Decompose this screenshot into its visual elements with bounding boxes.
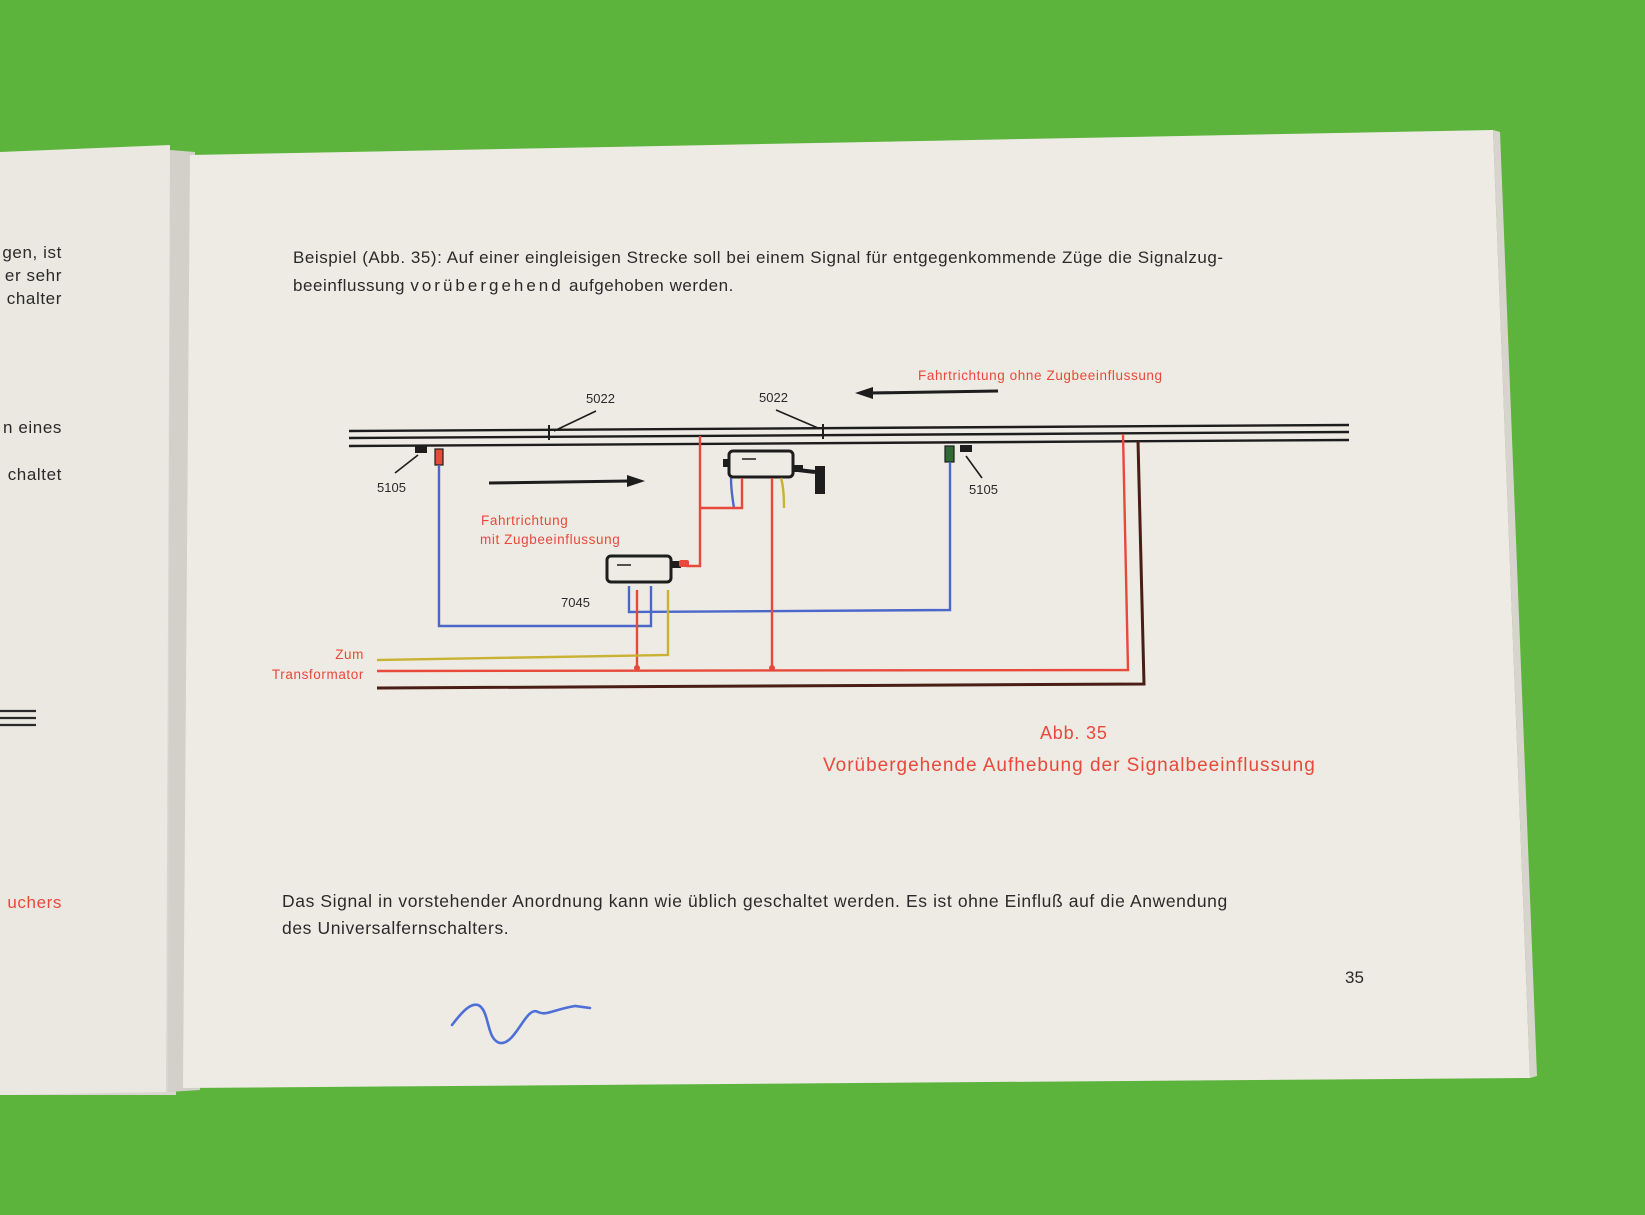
direction-arrow-left [855, 387, 999, 399]
left-page-fragment: er sehr [4, 266, 62, 285]
label-7045: 7045 [561, 595, 590, 610]
figure-number: Abb. 35 [1040, 723, 1108, 743]
intro-emphasis: vorübergehend [410, 276, 564, 295]
body-paragraph: Das Signal in vorstehender Anordnung kan… [282, 888, 1228, 942]
intro-line-2: beeinflussung vorübergehend aufgehoben w… [293, 272, 1224, 300]
universal-remote-switch [605, 554, 673, 584]
red-wires [376, 433, 1130, 673]
label-pointers [394, 409, 983, 479]
yellow-wires [376, 477, 786, 662]
label-direction-with-1: Fahrtrichtung [481, 513, 568, 528]
body-line-1: Das Signal in vorstehender Anordnung kan… [282, 891, 1228, 911]
intro-line-2-end: aufgehoben werden. [563, 276, 734, 295]
signal-mast [815, 466, 825, 494]
right-page [183, 130, 1530, 1088]
right-page-edge [1493, 130, 1537, 1078]
contact-track-right [960, 445, 972, 452]
label-5105-left: 5105 [377, 480, 406, 495]
contact-red-left [434, 448, 444, 466]
left-page-fragment: chaltet [7, 465, 62, 484]
intro-paragraph: Beispiel (Abb. 35): Auf einer eingleisig… [293, 244, 1224, 300]
track-insulation-gaps [548, 424, 824, 440]
direction-arrow-right [488, 475, 645, 487]
left-page-track-symbol [0, 709, 36, 727]
left-page-fragment: n eines [2, 418, 62, 437]
left-page-fragment: chalter [6, 289, 62, 308]
label-5022-right: 5022 [759, 390, 788, 405]
body-line-2: des Universalfernschalters. [282, 918, 510, 938]
intro-line-2-start: beeinflussung [293, 276, 411, 295]
left-page-fragment: gen, ist [2, 243, 62, 262]
label-5022-left: 5022 [586, 391, 615, 406]
signal-unit [727, 449, 795, 479]
label-5105-right: 5105 [969, 482, 998, 497]
contact-track-left [415, 446, 427, 453]
intro-line-1: Beispiel (Abb. 35): Auf einer eingleisig… [293, 248, 1224, 267]
pen-scribble [450, 1003, 592, 1045]
label-to-transformer-1: Zum [335, 647, 364, 662]
label-direction-without: Fahrtrichtung ohne Zugbeeinflussung [918, 368, 1163, 383]
contact-green-right [944, 445, 955, 463]
left-page [0, 145, 170, 1095]
brown-wire [376, 440, 1146, 690]
page-number: 35 [1345, 968, 1364, 987]
blue-wires [437, 462, 952, 628]
label-direction-with-2: mit Zugbeeinflussung [480, 532, 620, 547]
figure-caption: Vorübergehende Aufhebung der Signalbeein… [823, 755, 1316, 776]
label-to-transformer-2: Transformator [272, 667, 364, 682]
left-page-fragment: uchers [7, 893, 62, 912]
track [348, 423, 1350, 448]
